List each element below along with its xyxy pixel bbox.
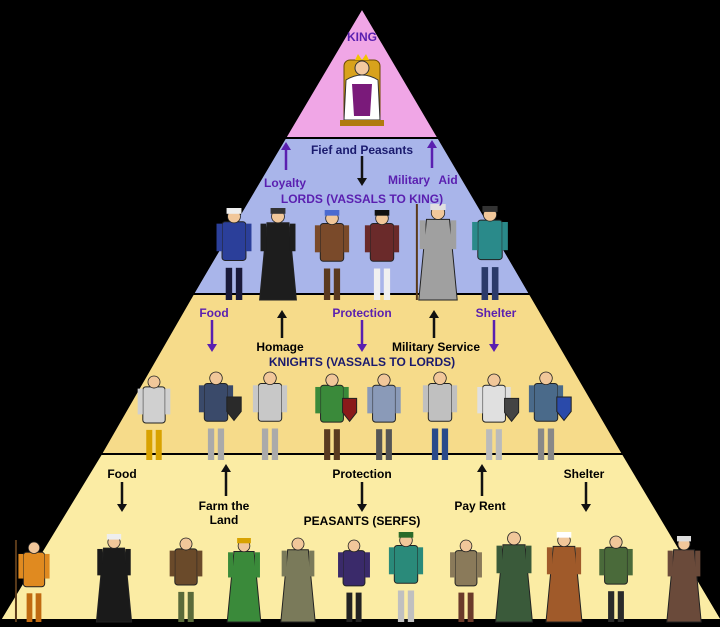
knight-figure-5 bbox=[367, 373, 401, 460]
homage-up-arrow bbox=[277, 310, 287, 338]
knight-figure-3 bbox=[252, 371, 288, 460]
arrows bbox=[117, 140, 591, 512]
shelter-label-peasants: Shelter bbox=[563, 467, 605, 481]
peasant-figure-9 bbox=[495, 531, 533, 623]
lord-figure-4 bbox=[364, 210, 400, 300]
food-down-arrow bbox=[207, 320, 217, 352]
peasant-figure-4 bbox=[226, 538, 262, 623]
knight-figure-1 bbox=[137, 375, 171, 460]
peasant-figure-10 bbox=[545, 532, 583, 623]
knight-figure-2 bbox=[198, 371, 242, 460]
military-aid-up-arrow bbox=[427, 140, 437, 168]
knight-figure-4 bbox=[315, 373, 358, 460]
farm-up-arrow bbox=[221, 464, 231, 496]
military-service-label: Military Service bbox=[391, 340, 481, 354]
lord-figure-2 bbox=[259, 208, 297, 301]
aid-label: Aid bbox=[438, 173, 458, 187]
lords-figures bbox=[216, 204, 508, 301]
protection-peasants-down-arrow bbox=[357, 482, 367, 512]
pay-rent-label: Pay Rent bbox=[454, 499, 506, 513]
peasant-figure-11 bbox=[599, 535, 633, 622]
protection-label-peasants: Protection bbox=[332, 467, 392, 481]
shelter-label-knights: Shelter bbox=[475, 306, 517, 320]
farm-the-land-label: Farm the Land bbox=[198, 499, 250, 527]
knights-title: KNIGHTS (VASSALS TO LORDS) bbox=[268, 355, 456, 369]
military-service-up-arrow bbox=[429, 310, 439, 338]
knight-figure-6 bbox=[422, 371, 458, 460]
peasant-figure-8 bbox=[450, 539, 482, 622]
food-peasants-down-arrow bbox=[117, 482, 127, 512]
food-label-knights: Food bbox=[199, 306, 229, 320]
lord-figure-5 bbox=[415, 204, 458, 301]
lord-figure-6 bbox=[472, 206, 508, 300]
fief-down-arrow bbox=[357, 156, 367, 186]
peasants-title: PEASANTS (SERFS) bbox=[303, 514, 421, 528]
peasant-figure-2 bbox=[95, 534, 133, 623]
king-title: KING bbox=[347, 30, 377, 44]
knight-figure-8 bbox=[528, 371, 572, 460]
loyalty-up-arrow bbox=[281, 142, 291, 170]
knight-figure-7 bbox=[477, 373, 520, 460]
military-label: Military bbox=[387, 173, 431, 187]
lords-title: LORDS (VASSALS TO KING) bbox=[280, 192, 444, 206]
peasant-figure-3 bbox=[169, 537, 203, 622]
peasant-figure-12 bbox=[666, 536, 702, 623]
protection-down-arrow bbox=[357, 320, 367, 352]
loyalty-label: Loyalty bbox=[263, 176, 307, 190]
peasant-figure-5 bbox=[280, 537, 316, 623]
peasant-figure-6 bbox=[338, 539, 370, 622]
shelter-down-arrow bbox=[489, 320, 499, 352]
fief-and-peasants-label: Fief and Peasants bbox=[310, 143, 414, 157]
peasants-figures bbox=[14, 531, 702, 623]
king-figure bbox=[340, 54, 384, 126]
peasant-figure-7 bbox=[388, 532, 424, 622]
homage-label: Homage bbox=[256, 340, 304, 354]
protection-label-knights: Protection bbox=[332, 306, 392, 320]
lord-figure-1 bbox=[216, 208, 252, 300]
shelter-peasants-down-arrow bbox=[581, 482, 591, 512]
food-label-peasants: Food bbox=[107, 467, 137, 481]
lord-figure-3 bbox=[314, 210, 350, 300]
peasant-figure-1 bbox=[14, 540, 50, 622]
pay-rent-up-arrow bbox=[477, 464, 487, 496]
knights-figures bbox=[137, 371, 572, 460]
